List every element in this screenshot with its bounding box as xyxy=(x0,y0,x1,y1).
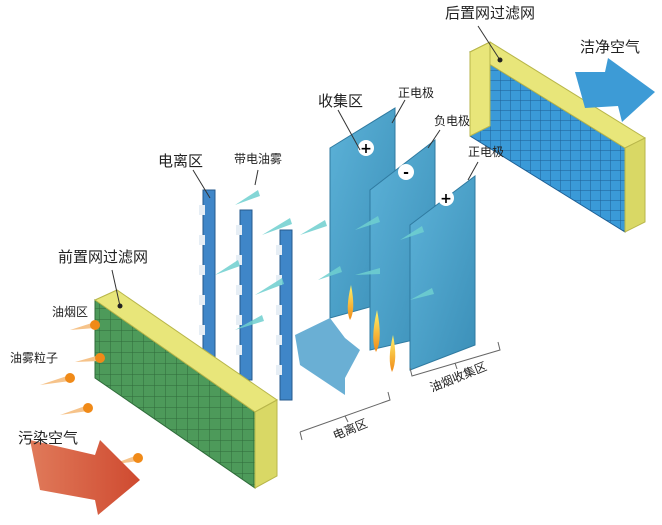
clean-air-label: 洁净空气 xyxy=(580,38,640,56)
fume-collection-zone-label: 油烟收集区 xyxy=(428,358,489,394)
front-filter-leader xyxy=(111,269,121,307)
airflow-arrow-middle xyxy=(295,318,360,395)
ionization-rods xyxy=(199,189,293,401)
plate-sign-positive-2: + xyxy=(438,190,454,207)
charged-mist-leader xyxy=(254,169,259,186)
leader-dot xyxy=(117,303,123,309)
leader-dot xyxy=(497,57,503,63)
front-filter-label: 前置网过滤网 xyxy=(58,248,148,266)
oil-droplets xyxy=(347,285,396,372)
fume-zone-label: 油烟区 xyxy=(52,305,88,319)
svg-text:+: + xyxy=(440,191,452,207)
front-filter xyxy=(93,289,278,489)
plate-sign-negative: - xyxy=(398,164,414,181)
electrode-leaders xyxy=(337,99,479,181)
charged-oil-mist-particles xyxy=(215,190,434,330)
charged-oil-mist-label: 带电油雾 xyxy=(234,152,282,166)
incoming-oil-particles xyxy=(40,320,143,465)
svg-text:+: + xyxy=(360,141,372,157)
negative-electrode-label: 负电极 xyxy=(434,114,470,128)
ionization-leader xyxy=(192,169,211,199)
collection-zone-bracket xyxy=(409,341,501,377)
polluted-air-label: 污染空气 xyxy=(18,429,78,447)
svg-text:-: - xyxy=(403,165,409,181)
clean-air-arrow xyxy=(575,58,655,122)
positive-electrode-label-2: 正电极 xyxy=(468,145,504,159)
positive-electrode-label-1: 正电极 xyxy=(398,86,434,100)
rear-filter xyxy=(468,41,647,233)
rear-filter-leader xyxy=(477,25,501,61)
oil-mist-particles-label: 油雾粒子 xyxy=(10,350,58,365)
plate-sign-positive-1: + xyxy=(358,140,374,157)
collection-plates xyxy=(329,107,476,371)
collection-zone-label: 收集区 xyxy=(318,92,363,110)
ionization-zone-label: 电离区 xyxy=(158,152,203,170)
rear-filter-label: 后置网过滤网 xyxy=(445,4,535,22)
polluted-air-arrow xyxy=(30,440,140,515)
ionization-zone-bracket xyxy=(299,391,391,441)
